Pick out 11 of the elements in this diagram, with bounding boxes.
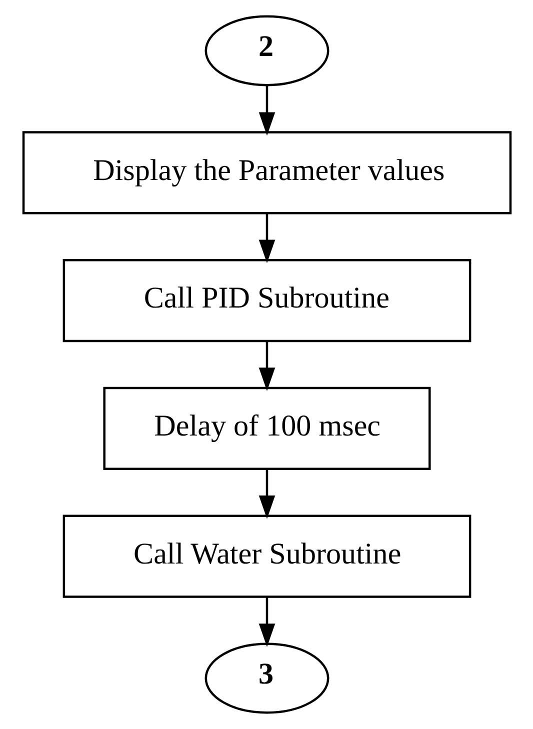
node-ellipse: 3 <box>204 642 329 714</box>
node-box: Call Water Subroutine <box>62 514 471 598</box>
arrow <box>258 596 275 647</box>
node-box: Call PID Subroutine <box>62 259 471 342</box>
arrow <box>258 341 275 391</box>
node-box: Display the Parameter values <box>22 131 512 214</box>
arrow <box>258 86 275 136</box>
node-box: Delay of 100 msec <box>102 386 430 470</box>
arrow <box>258 213 275 264</box>
arrow <box>258 468 275 519</box>
node-ellipse: 2 <box>204 15 329 86</box>
